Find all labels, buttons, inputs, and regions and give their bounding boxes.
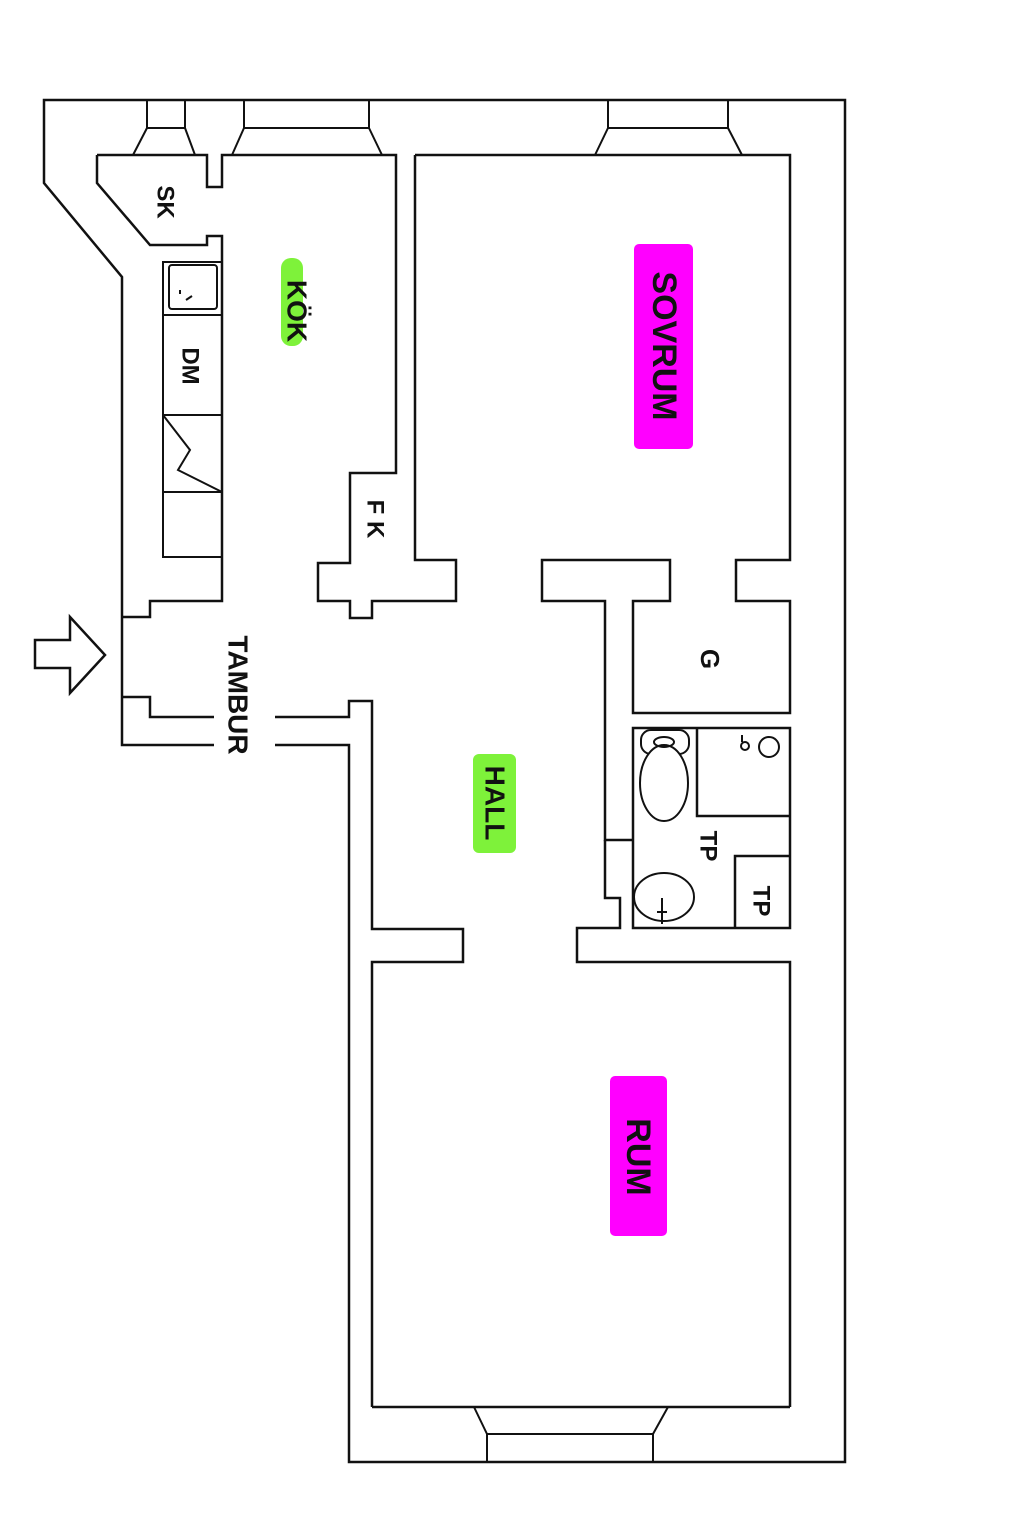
sovrum-highlight [634,244,693,449]
rum-label: RUM [619,1118,657,1195]
hall-label: HALL [480,766,511,841]
dm-label: DM [177,347,204,384]
kok-label: KÖK [282,280,313,342]
room-window [473,1406,669,1462]
bedroom-window [594,100,743,156]
rum-highlight [610,1076,667,1236]
bathroom [575,726,792,1407]
fk-label: F K [362,500,389,539]
sovrum-label: SOVRUM [645,271,683,420]
g-label: G [695,649,725,669]
outer-wall-outline [42,98,847,1464]
kitchen-wall [97,153,458,620]
sink-icon [168,264,218,310]
kitchen-window [132,100,383,156]
sk-closet-wall [95,155,224,619]
entrance-arrow-icon [33,613,107,697]
kitchen-counter [162,261,223,558]
tp-label-1: TP [695,831,722,862]
washbasin-icon [633,872,695,924]
kok-highlight [281,258,303,346]
tambur-wall [122,695,465,1407]
bedroom-wall [415,153,792,842]
toilet-icon [639,729,690,822]
tambur-label: TAMBUR [223,635,254,754]
tp-label-2: TP [748,886,775,917]
hall-highlight [473,754,516,853]
shower-icon [740,735,780,758]
sk-label: SK [152,185,179,219]
stove-icon [162,414,223,493]
